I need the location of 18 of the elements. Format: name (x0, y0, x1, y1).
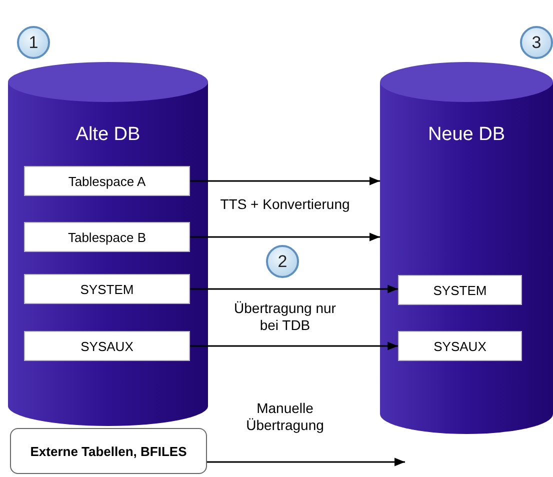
arrow (190, 232, 380, 242)
annotation-text: TTS + Konvertierung (218, 196, 352, 213)
step-number-circle: 2 (266, 245, 299, 278)
tablespace-box: SYSTEM (398, 275, 522, 305)
external-files-box: Externe Tabellen, BFILES (10, 428, 207, 474)
arrow (190, 284, 398, 294)
arrow (190, 342, 398, 350)
tablespace-box: Tablespace B (24, 222, 190, 252)
arrow (190, 176, 380, 186)
tablespace-box: SYSTEM (24, 274, 190, 304)
database-title: Alte DB (74, 124, 142, 146)
database-title: Neue DB (426, 124, 506, 146)
step-number-circle: 1 (17, 26, 50, 59)
arrow (207, 458, 405, 466)
tablespace-box: SYSAUX (398, 331, 522, 361)
step-number-circle: 3 (520, 26, 553, 59)
tablespace-box: Tablespace A (24, 166, 190, 196)
tablespace-box: SYSAUX (24, 331, 190, 361)
